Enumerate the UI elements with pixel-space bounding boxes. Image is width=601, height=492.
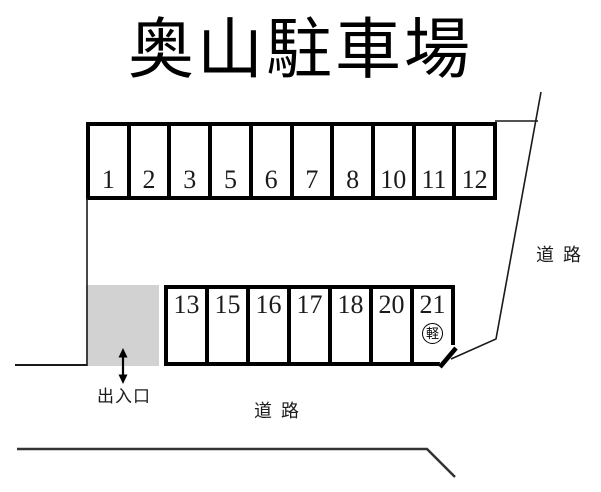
stall-number: 13 [173, 290, 200, 319]
stall-number: 2 [142, 165, 156, 194]
stall-number: 21 [419, 290, 446, 319]
parking-row-bottom: 13 15 16 17 18 20 21 軽 [164, 285, 455, 366]
stall-number: 17 [296, 290, 323, 319]
parking-stall-7: 7 [293, 126, 335, 196]
parking-stall-20: 20 [373, 289, 414, 362]
stall-number: 5 [223, 165, 237, 194]
stall-number: 11 [421, 165, 447, 194]
stall-number: 12 [461, 165, 488, 194]
parking-stall-16: 16 [250, 289, 291, 362]
parking-stall-17: 17 [291, 289, 332, 362]
road-label-right: 道 路 [536, 245, 584, 265]
parking-stall-5: 5 [212, 126, 253, 196]
parking-stall-6: 6 [252, 126, 294, 196]
road-label-bottom: 道 路 [254, 401, 302, 421]
stall-number: 3 [183, 165, 197, 194]
page-title: 奥山駐車場 [128, 12, 473, 86]
entrance-area [86, 285, 159, 366]
parking-stall-11: 11 [415, 126, 457, 196]
parking-stall-2: 2 [130, 126, 172, 196]
stall-number: 7 [305, 165, 319, 194]
road-edge-line [17, 447, 456, 478]
parking-stall-12: 12 [456, 126, 494, 196]
stall-number: 8 [346, 165, 360, 194]
parking-stall-10: 10 [374, 126, 416, 196]
stall-number: 10 [380, 165, 407, 194]
stall-number: 15 [214, 290, 241, 319]
parking-stall-21: 21 軽 [414, 289, 451, 362]
stall-number: 1 [101, 165, 115, 194]
parking-stall-18: 18 [332, 289, 373, 362]
parking-stall-13: 13 [168, 289, 209, 362]
stall-number: 6 [264, 165, 278, 194]
parking-stall-1: 1 [90, 126, 131, 196]
entrance-label: 出入口 [97, 387, 151, 406]
kei-car-badge: 軽 [422, 323, 443, 344]
stall-number: 18 [337, 290, 364, 319]
parking-stall-3: 3 [171, 126, 213, 196]
parking-stall-8: 8 [334, 126, 375, 196]
stall-number: 16 [255, 290, 282, 319]
parking-stall-15: 15 [209, 289, 250, 362]
stall-number: 20 [378, 290, 405, 319]
